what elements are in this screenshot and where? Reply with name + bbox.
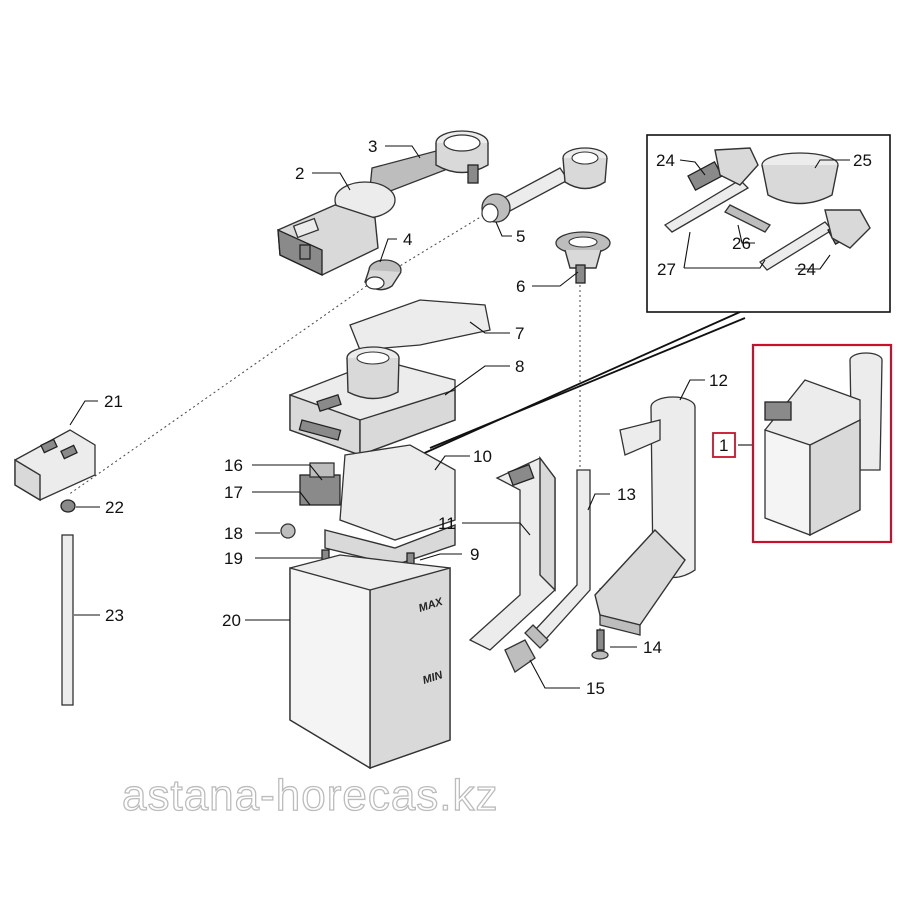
leader-9 bbox=[419, 553, 462, 561]
label-20: 20 bbox=[222, 611, 241, 630]
label-15: 15 bbox=[586, 679, 605, 698]
label-18: 18 bbox=[224, 524, 243, 543]
label-14: 14 bbox=[643, 638, 662, 657]
part-7-8-lid-assembly bbox=[289, 299, 491, 457]
detail-inset-parts bbox=[663, 147, 871, 271]
detail-link-line-a bbox=[419, 311, 741, 456]
part-21-block bbox=[14, 429, 96, 502]
leader-5 bbox=[495, 221, 512, 237]
detail-inset-box bbox=[646, 134, 891, 313]
leader-6 bbox=[532, 271, 579, 287]
label-27: 27 bbox=[657, 260, 676, 279]
label-2: 2 bbox=[295, 164, 304, 183]
watermark-text: astana-horecas.kz bbox=[122, 771, 499, 820]
label-23: 23 bbox=[105, 606, 124, 625]
leader-4 bbox=[379, 238, 397, 263]
detail-link-line-b bbox=[429, 317, 746, 449]
leader-27a bbox=[684, 259, 766, 269]
part-10-reservoir-upper bbox=[299, 444, 456, 566]
label-13: 13 bbox=[617, 485, 636, 504]
part-22-nozzle bbox=[60, 499, 76, 513]
label-10: 10 bbox=[473, 447, 492, 466]
label-4: 4 bbox=[403, 230, 412, 249]
leader-17 bbox=[252, 491, 311, 506]
leader-3 bbox=[385, 145, 421, 159]
label-25: 25 bbox=[853, 151, 872, 170]
label-11: 11 bbox=[438, 514, 456, 533]
label-12: 12 bbox=[709, 371, 728, 390]
leader-24a bbox=[679, 159, 706, 176]
label-5: 5 bbox=[516, 227, 525, 246]
part-12-holder bbox=[594, 396, 696, 636]
leader-10 bbox=[434, 455, 470, 471]
leader-2 bbox=[312, 172, 351, 191]
assembly-highlight-box bbox=[751, 343, 893, 544]
part-13-tube bbox=[524, 469, 591, 649]
leader-27b bbox=[683, 231, 691, 269]
label-19: 19 bbox=[224, 549, 243, 568]
part-18-cap bbox=[280, 523, 296, 539]
part-6-valve bbox=[555, 231, 611, 284]
leader-13 bbox=[587, 493, 610, 511]
label-9: 9 bbox=[470, 545, 479, 564]
part-2-switch-block bbox=[277, 181, 396, 277]
leader-11 bbox=[462, 522, 531, 536]
leader-24b bbox=[795, 254, 831, 270]
leader-8 bbox=[444, 365, 510, 396]
label-3: 3 bbox=[368, 137, 377, 156]
part-20-tank: MAX MIN bbox=[289, 554, 451, 770]
label-1: 1 bbox=[719, 436, 728, 455]
leader-26 bbox=[737, 224, 755, 244]
axis-dashed-5-to-4 bbox=[384, 209, 493, 276]
leader-25 bbox=[814, 159, 850, 169]
label-21: 21 bbox=[104, 392, 123, 411]
part-5-elbow-tube bbox=[481, 147, 608, 223]
leader-12 bbox=[679, 379, 705, 401]
label-24-top: 24 bbox=[656, 151, 675, 170]
label-26: 26 bbox=[732, 234, 751, 253]
leader-15 bbox=[529, 659, 580, 689]
part-11-float-guide bbox=[468, 455, 556, 651]
part-4-coupling bbox=[364, 259, 402, 291]
label-8: 8 bbox=[515, 357, 524, 376]
part-14-screw bbox=[591, 629, 609, 660]
assembled-tank-unit bbox=[764, 352, 883, 537]
label-16: 16 bbox=[224, 456, 243, 475]
label-7: 7 bbox=[515, 324, 524, 343]
label-22: 22 bbox=[105, 498, 124, 517]
label-17: 17 bbox=[224, 483, 243, 502]
leader-7 bbox=[469, 321, 510, 334]
part-23-rod bbox=[61, 534, 74, 706]
part-3-arm bbox=[369, 130, 489, 196]
label-1-frame bbox=[712, 432, 736, 458]
part-15-connector bbox=[504, 639, 536, 673]
leader-21 bbox=[69, 400, 98, 426]
label-6: 6 bbox=[516, 277, 525, 296]
label-24-bottom: 24 bbox=[797, 260, 816, 279]
leader-16 bbox=[252, 464, 323, 481]
